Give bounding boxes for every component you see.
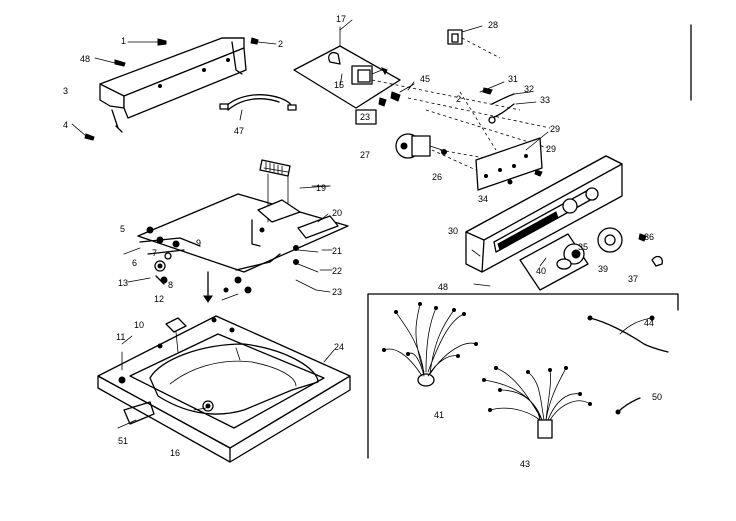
part-numbers: 1 2 48 3 4 47 17 15 45 23 28 2 31 32 33 … — [63, 14, 662, 469]
label-29-side: 29 — [546, 144, 556, 154]
label-9: 9 — [196, 238, 201, 248]
label-39: 39 — [598, 264, 608, 274]
top-panel-hinge — [123, 159, 349, 303]
screw-4 — [71, 123, 95, 141]
label-36: 36 — [644, 232, 654, 242]
leader-lines — [121, 19, 491, 411]
label-44: 44 — [644, 318, 654, 328]
label-43: 43 — [520, 459, 530, 469]
mounting-plate-29 — [475, 131, 549, 191]
label-20: 20 — [332, 208, 342, 218]
label-28: 28 — [488, 20, 498, 30]
label-48: 48 — [438, 282, 448, 292]
harness-43 — [482, 366, 592, 439]
label-1: 1 — [121, 36, 126, 46]
label-13: 13 — [118, 278, 128, 288]
label-23-top: 23 — [360, 112, 370, 122]
label-45: 45 — [420, 74, 430, 84]
label-30-panel: 30 — [448, 226, 458, 236]
harness-41 — [382, 302, 478, 387]
label-33: 33 — [540, 95, 550, 105]
screw-1 — [127, 38, 167, 46]
label-48-top: 48 — [80, 54, 90, 64]
label-47: 47 — [234, 126, 244, 136]
label-5: 5 — [120, 224, 125, 234]
control-panel-30 — [465, 155, 623, 273]
washer-top-24 — [97, 315, 351, 463]
label-12: 12 — [154, 294, 164, 304]
label-51: 51 — [118, 436, 128, 446]
control-bracket — [293, 26, 415, 125]
label-10: 10 — [134, 320, 144, 330]
label-32: 32 — [524, 84, 534, 94]
label-23: 23 — [332, 287, 342, 297]
label-2-top: 2 — [278, 39, 283, 49]
label-26: 26 — [432, 172, 442, 182]
label-21: 21 — [332, 246, 342, 256]
wire-50 — [615, 397, 641, 415]
label-22: 22 — [332, 266, 342, 276]
label-31: 31 — [508, 74, 518, 84]
label-2-mid: 2 — [456, 94, 461, 104]
label-27: 27 — [360, 150, 370, 160]
label-19: 19 — [316, 183, 326, 193]
label-17: 17 — [336, 14, 346, 24]
label-11: 11 — [116, 332, 125, 342]
label-41: 41 — [434, 410, 444, 420]
harness-44 — [587, 315, 669, 353]
label-37: 37 — [628, 274, 638, 284]
screw-48 — [94, 57, 126, 67]
console-housing — [99, 37, 247, 133]
label-15: 15 — [334, 80, 344, 90]
label-24: 24 — [334, 342, 344, 352]
label-50: 50 — [652, 392, 662, 402]
label-16: 16 — [170, 448, 180, 458]
terminal-parts — [479, 81, 537, 124]
screw-2-top — [250, 37, 277, 45]
label-29-top: 29 — [550, 124, 560, 134]
label-3: 3 — [63, 86, 68, 96]
harness-box — [367, 293, 679, 459]
wire-harness-47 — [219, 94, 297, 121]
label-6: 6 — [132, 258, 137, 268]
switch-28 — [447, 25, 501, 59]
label-4: 4 — [63, 120, 68, 130]
label-7: 7 — [152, 248, 157, 258]
knobs — [519, 227, 663, 291]
label-8: 8 — [168, 280, 173, 290]
label-34: 34 — [478, 194, 488, 204]
label-40: 40 — [536, 266, 546, 276]
screw-29-side — [534, 169, 543, 177]
label-35: 35 — [578, 242, 588, 252]
timer-27 — [395, 133, 447, 159]
